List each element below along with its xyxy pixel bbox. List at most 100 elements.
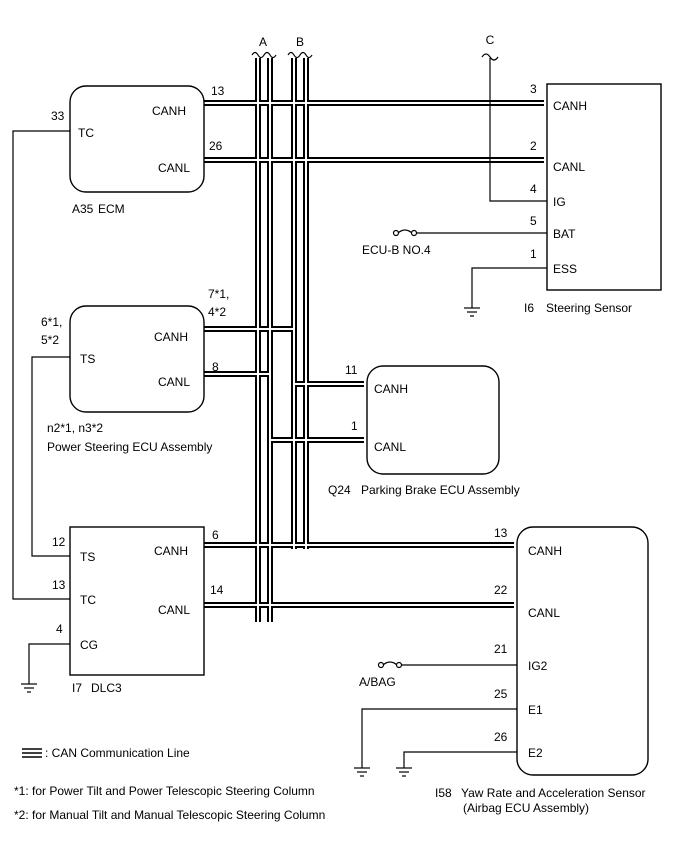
break-mark-b [287,51,313,59]
bus-break-marks [251,51,499,61]
pin-number-ig2: 21 [494,642,508,656]
bus-label-c: C [486,33,495,47]
ecm: TC CANH CANL 33 13 26 A35 ECM [51,84,225,216]
component-code: Q24 [328,483,351,497]
component-code: n2*1, n3*2 [47,421,103,435]
pin-label-tc: TC [78,126,94,140]
pin-label-e2: E2 [528,746,543,760]
dlc3: TS TC CG CANH CANL 12 13 4 6 14 I7 DLC3 [52,528,224,695]
component-code: I6 [524,301,534,315]
pin-number-canl: 2 [530,139,537,153]
pin-label-ig2: IG2 [528,659,548,673]
pin-label-canh: CANH [152,104,186,118]
ps-ecu-box [69,305,205,413]
pin-label-canh: CANH [154,330,188,344]
parking-brake-ecu: CANH CANL 11 1 Q24 Parking Brake ECU Ass… [328,363,520,497]
component-name: ECM [98,202,125,216]
pin-number-canl: 22 [494,583,508,597]
pin-number-ess: 1 [530,247,537,261]
pin-number-canh: 11 [345,363,358,377]
can-bus-lines [204,58,544,622]
wire-cg [28,643,70,684]
parking-brake-box [366,365,500,475]
pin-number-canh: 7*1, [208,287,229,301]
ground-icon [21,683,37,693]
legend: : CAN Communication Line *1: for Power T… [14,746,325,822]
pin-number-ts: 12 [52,535,66,549]
component-code: A35 [72,202,94,216]
steering-sensor: CANH CANL IG BAT ESS 3 2 4 5 1 ECU-B NO.… [362,82,632,315]
fuse-label: ECU-B NO.4 [362,243,431,257]
pin-label-bat: BAT [553,227,576,241]
wire-ess [471,267,547,308]
wire-e2 [403,751,517,768]
fuse-label: A/BAG [359,675,396,689]
pin-label-canh: CANH [553,99,587,113]
pin-number-canl: 1 [351,419,358,433]
ecm-box [69,85,205,193]
pin-number-canh: 13 [494,526,508,540]
ground-icon [354,767,370,777]
pin-number-canh: 4*2 [208,305,226,319]
ground-icon [396,767,412,777]
yaw-rate-sensor: CANH CANL IG2 E1 E2 13 22 21 25 26 A/BAG… [359,526,646,815]
yaw-sensor-box [516,526,649,776]
bus-label-b: B [296,35,304,49]
pin-label-canh: CANH [528,544,562,558]
legend-can-line: : CAN Communication Line [45,746,190,760]
pin-label-canl: CANL [553,160,585,174]
component-name: DLC3 [91,681,122,695]
pin-label-canh: CANH [154,544,188,558]
single-wires [12,58,547,768]
wire-ig [489,58,547,202]
pin-label-cg: CG [80,638,98,652]
component-code: I7 [72,681,82,695]
pin-number-tc: 33 [51,109,65,123]
pin-number-cg: 4 [56,622,63,636]
component-name: Power Steering ECU Assembly [47,440,212,454]
wire-ts [31,356,70,557]
pin-label-ess: ESS [553,262,577,276]
pin-label-ts: TS [80,352,95,366]
pin-number-bat: 5 [530,214,537,228]
pin-label-canl: CANL [158,603,190,617]
pin-label-ts: TS [80,550,95,564]
pin-number-tc: 13 [52,578,66,592]
steering-sensor-box [546,83,662,291]
pin-number-canl: 14 [210,583,224,597]
pin-number-ig: 4 [530,182,537,196]
pin-number-canl: 26 [209,139,223,153]
pin-label-ig: IG [553,195,566,209]
break-mark-c [481,53,499,61]
wire-e1 [361,708,517,768]
bus-label-a: A [259,35,267,49]
component-code: I58 [435,786,452,800]
wire-tc [12,130,70,600]
pin-label-canl: CANL [158,375,190,389]
pin-label-e1: E1 [528,703,543,717]
dlc3-box [69,526,205,676]
pin-label-canl: CANL [374,440,406,454]
pin-number-ts: 6*1, [41,315,62,329]
component-name: Yaw Rate and Acceleration Sensor [461,786,646,800]
pin-number-canl: 8 [212,360,219,374]
pin-label-tc: TC [80,593,96,607]
component-name: Parking Brake ECU Assembly [361,483,520,497]
break-mark-a [251,51,277,59]
power-steering-ecu: TS CANH CANL 6*1, 5*2 7*1, 4*2 8 n2*1, n… [41,287,229,454]
pin-number-canh: 3 [530,82,537,96]
fuse-icon [392,229,418,237]
ground-icon [464,307,480,317]
pin-number-canh: 13 [211,84,225,98]
footnote-2: *2: for Manual Tilt and Manual Telescopi… [14,808,325,822]
footnote-1: *1: for Power Tilt and Power Telescopic … [14,784,315,798]
pin-number-e2: 26 [494,730,508,744]
pin-number-canh: 6 [212,528,219,542]
pin-number-ts: 5*2 [41,333,59,347]
component-subname: (Airbag ECU Assembly) [463,801,589,815]
pin-label-canh: CANH [374,382,408,396]
pin-label-canl: CANL [158,161,190,175]
component-name: Steering Sensor [546,301,632,315]
pin-number-e1: 25 [494,687,508,701]
